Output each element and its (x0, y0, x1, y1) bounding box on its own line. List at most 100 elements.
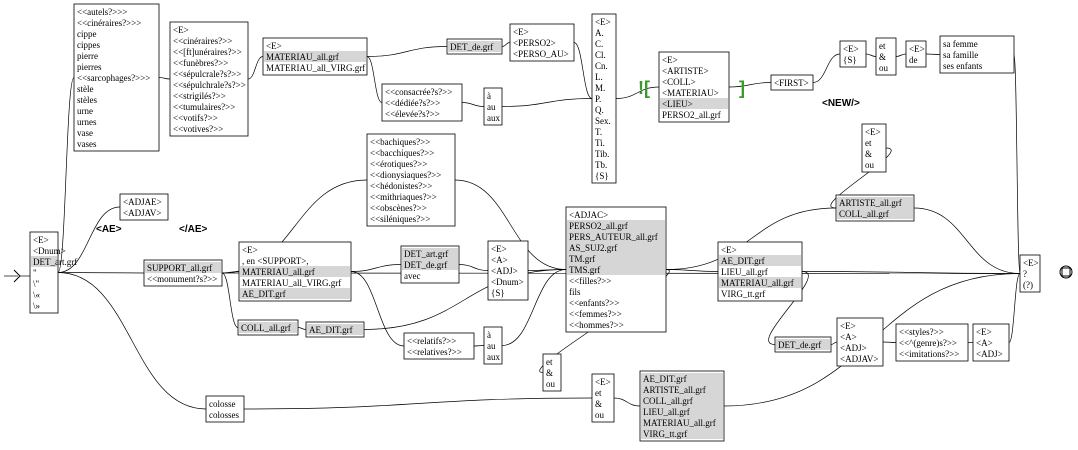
box-line: & (595, 399, 602, 409)
box-final[interactable]: <E>?(?) (1019, 254, 1041, 293)
box-line: <E> (33, 235, 49, 245)
box-e_a_adj[interactable]: <E><A><ADJ><Dnum>{S} (487, 240, 529, 301)
box-et_ou_mid[interactable]: <E>et&ou (861, 123, 887, 173)
box-line: <FIRST> (774, 78, 809, 88)
box-ae_dit_right[interactable]: <E>AE_DIT.grfLIEU_all.grfMATERIAU_all.gr… (717, 241, 803, 302)
final-state-icon (1059, 265, 1073, 279)
box-en_support[interactable]: <E>, en <SUPPORT>,MATERIAU_all.grfMATERI… (238, 241, 352, 302)
transition-dnum_left-colosse (57, 272, 207, 410)
transition-det_de_bot-e_a_adjav (830, 341, 838, 345)
box-line: <<cinéraires?>>> (77, 18, 141, 28)
shaded-line-bg (641, 428, 723, 439)
box-first[interactable]: <FIRST> (770, 74, 814, 91)
box-line: cippes (77, 40, 100, 50)
box-line: & (879, 52, 886, 62)
box-line: Tb. (595, 160, 607, 170)
box-line: vases (77, 139, 97, 149)
transition-dnum_left-adjae (57, 206, 121, 273)
box-line: DET_art.grf (404, 249, 448, 259)
box-adjac[interactable]: <ADJAC>PERSO2_all.grfPERS_AUTEUR_all.grf… (565, 206, 667, 333)
box-line: AE_DIT.grf (721, 256, 765, 266)
box-coll_left[interactable]: COLL_all.grf (237, 319, 299, 336)
box-autels[interactable]: <<autels?>>><<cinéraires?>>>cippecippesp… (73, 3, 160, 152)
box-adjae[interactable]: <ADJAE><ADJAV> (119, 193, 169, 221)
box-e_et_ou_bot[interactable]: <E>et&ou (591, 373, 615, 423)
box-artiste[interactable]: <E><ARTISTE><COLL><MATERIAU><LIEU>PERSO2… (658, 51, 730, 123)
box-det_de_bot[interactable]: DET_de.grf (774, 336, 832, 353)
box-line: pierres (77, 62, 102, 72)
transition-support-coll_left (221, 272, 239, 328)
box-line: <<hommes?>> (569, 320, 624, 330)
box-abbrev[interactable]: <E>A.C.Cl.Cn.L.M.P.Q.Sex.T.Ti.Tib.Tb.{S} (591, 13, 617, 184)
transition-coll_left-ae_dit_small (297, 327, 307, 330)
box-line: et (595, 388, 602, 398)
box-line: ou (865, 160, 875, 170)
shaded-line-bg (641, 395, 723, 406)
box-line: <<sépulcrale?s?>> (173, 69, 241, 79)
box-e_s[interactable]: <E>{S} (839, 40, 867, 68)
box-line: , en <SUPPORT>, (242, 256, 309, 266)
box-line: Q. (595, 105, 604, 115)
box-line: <<funèbres?>> (173, 58, 228, 68)
transition-colosse-e_et_ou_bot (243, 397, 593, 410)
shaded-line-bg (240, 266, 350, 277)
box-frame (487, 240, 529, 301)
box-line: <<mithriaques?>> (370, 192, 437, 202)
box-ae_dit_bot[interactable]: AE_DIT.grfARTISTE_all.grfCOLL_all.grfLIE… (639, 370, 725, 442)
box-et_ou_top[interactable]: et&ou (875, 37, 897, 76)
transition-en_support-relatifs (350, 271, 405, 347)
box-line: <<siléniques?>> (370, 214, 430, 224)
box-line: <<bachiques?>> (370, 137, 430, 147)
box-line: T. (595, 127, 602, 137)
box-frame (875, 37, 897, 76)
box-line: Sex. (595, 116, 611, 126)
box-support[interactable]: SUPPORT_all.grf<<monument?s?>> (143, 259, 223, 287)
box-e_a_adj2[interactable]: <E><A><ADJ> (972, 323, 1010, 362)
box-bachiques[interactable]: <<bachiques?>><<bacchiques?>><<érotiques… (366, 133, 456, 227)
box-det_de_top[interactable]: DET_de.grf (446, 38, 503, 55)
box-e_de[interactable]: <E>de (905, 40, 927, 68)
box-e_a_adjav[interactable]: <E><A><ADJ><ADJAV> (836, 317, 884, 367)
box-line: <E> (909, 44, 925, 54)
box-line: \» (33, 301, 40, 311)
box-line: MATERIAU_all.grf (643, 418, 716, 428)
box-et_ou_bot[interactable]: et&ou (542, 353, 562, 392)
box-line: AE_DIT.grf (309, 325, 353, 335)
transition-dnum_left-support (57, 272, 145, 274)
box-line: <ADJAV> (123, 208, 162, 218)
box-styles[interactable]: <<styles?>><<^(genre)s?>><<imitations?>> (895, 323, 969, 362)
box-line: colosses (209, 410, 239, 420)
box-relatifs[interactable]: <<relatifs?>><<relatives?>> (403, 332, 475, 360)
box-line: MATERIAU_all_VIRG.grf (266, 63, 365, 73)
box-line: AE_DIT.grf (643, 374, 687, 384)
box-line: <COLL> (662, 77, 696, 87)
box-line: <<filles?>> (569, 276, 611, 286)
box-line: <<dédiée?s?>> (385, 98, 440, 108)
box-line: <ADJAV> (840, 354, 879, 364)
box-line: Ti. (595, 138, 605, 148)
box-line: TMS.grf (569, 265, 600, 275)
box-line: <<bacchiques?>> (370, 148, 434, 158)
box-perso2[interactable]: <E><PERSO2><PERSO_AU> (509, 23, 575, 62)
initial-state-icon (4, 269, 21, 283)
box-ae_dit_small[interactable]: AE_DIT.grf (305, 321, 365, 338)
box-line: MATERIAU_all_VIRG.grf (242, 278, 341, 288)
box-line: <Dnum> (33, 246, 66, 256)
box-consacre[interactable]: <<consacrée?s?>><<dédiée?s?>><<élevée?s?… (381, 83, 463, 122)
box-line: DET_art.grf (33, 257, 77, 267)
box-line: <A> (491, 255, 508, 265)
box-line: MATERIAU_all.grf (721, 278, 794, 288)
box-cineraires[interactable]: <E><<cinéraires?>><<[ft]unéraires?>><<fu… (169, 21, 249, 137)
transition-e_de-femme (925, 53, 941, 55)
shaded-line-bg (719, 277, 801, 288)
box-line: <E> (865, 127, 881, 137)
box-dnum_left[interactable]: <E><Dnum>DET_art.grf"\"\«\» (29, 231, 77, 314)
box-line: pierre (77, 51, 98, 61)
